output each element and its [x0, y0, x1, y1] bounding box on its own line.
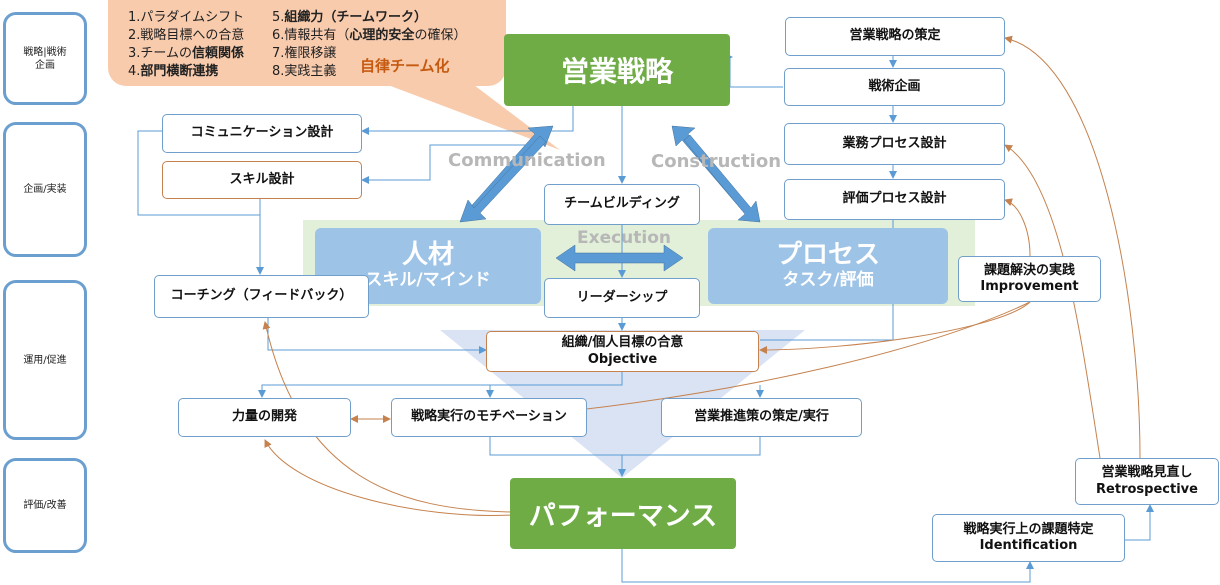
curve-retro-strategy [1004, 35, 1141, 459]
evaluation-process-design-label: 評価プロセス設計 [842, 191, 947, 207]
retrospective-label-jp: 営業戦略見直し [1101, 465, 1193, 481]
performance-label: パフォーマンス [528, 501, 718, 532]
sales-strategy-box: 営業戦略 [504, 34, 730, 106]
curve-improve-motivation [577, 301, 1031, 414]
arrow-people-strategy [459, 135, 547, 223]
coaching-box: コーチング（フィードバック） [154, 275, 369, 318]
leadership-label: リーダーシップ [576, 289, 668, 305]
retrospective-box: 営業戦略見直し Retrospective [1075, 458, 1219, 505]
line-strategy-communication [361, 106, 574, 135]
phase-operation-promotion-label: 運用/促進 [23, 354, 67, 366]
curve-perf-capability [264, 439, 513, 517]
note-pointer [380, 82, 560, 150]
note-item-5: 5.組織力（チームワーク） [272, 10, 428, 25]
skill-design-label: スキル設計 [229, 171, 295, 187]
performance-box: パフォーマンス [510, 478, 736, 549]
people-subtitle: スキル/マインド [365, 270, 491, 291]
team-building-box: チームビルディング [544, 184, 700, 225]
identification-box: 戦略実行上の課題特定 Identification [932, 514, 1125, 562]
line-team-comm-skill [361, 144, 545, 184]
strategy-planning-label: 営業戦略の策定 [849, 28, 941, 44]
phase-evaluation-improvement: 評価/改善 [3, 458, 87, 553]
communication-label: Communication [448, 150, 606, 171]
phase-strategy-tactics-label: 戦略|戦術 企画 [23, 46, 67, 71]
objective-box: 組織/個人目標の合意 Objective [486, 331, 759, 372]
phase-planning-implementation-label: 企画/実装 [23, 184, 67, 195]
note-item-1: 1.パラダイムシフト [128, 10, 245, 25]
autonomy-note: 1.パラダイムシフト 2.戦略目標への合意 3.チームの信頼関係 4.部門横断連… [108, 0, 506, 86]
note-item-8: 8.実践主義 [272, 64, 337, 79]
phase-evaluation-improvement-label: 評価/改善 [23, 500, 67, 511]
improvement-box: 課題解決の実践 Improvement [958, 256, 1101, 302]
identification-label-jp: 戦略実行上の課題特定 [963, 521, 1094, 537]
objective-label-jp: 組織/個人目標の合意 [561, 335, 684, 351]
team-building-label: チームビルディング [564, 196, 680, 212]
identification-label-en: Identification [979, 538, 1078, 553]
line-bottom-join [489, 437, 761, 456]
skill-design-box: スキル設計 [162, 161, 362, 199]
execution-label: Execution [577, 228, 672, 248]
note-highlight: 自律チーム化 [360, 57, 450, 75]
line-tactics-strategy [725, 53, 783, 88]
curve-improve-eval [1004, 198, 1031, 257]
coaching-label: コーチング（フィードバック） [170, 288, 353, 304]
business-process-design-box: 業務プロセス設計 [784, 123, 1005, 165]
phase-operation-promotion: 運用/促進 [3, 280, 87, 440]
motivation-box: 戦略実行のモチベーション [391, 398, 587, 437]
note-item-3: 3.チームの信頼関係 [128, 46, 245, 61]
tactics-planning-box: 戦術企画 [784, 68, 1005, 106]
process-subtitle: タスク/評価 [782, 270, 874, 291]
process-title: プロセス [775, 240, 880, 271]
capability-label: 力量の開発 [231, 409, 297, 425]
communication-design-box: コミュニケーション設計 [162, 114, 362, 153]
note-item-2: 2.戦略目標への合意 [128, 28, 245, 43]
tactics-planning-label: 戦術企画 [868, 78, 921, 94]
strategy-planning-box: 営業戦略の策定 [785, 17, 1005, 56]
sales-strategy-label: 営業戦略 [560, 55, 673, 88]
communication-design-label: コミュニケーション設計 [190, 125, 334, 141]
construction-label: Construction [651, 151, 782, 172]
sales-measures-label: 営業推進策の策定/実行 [694, 409, 829, 425]
improvement-label-jp: 課題解決の実践 [983, 262, 1075, 278]
motivation-label: 戦略実行のモチベーション [411, 409, 567, 425]
capability-box: 力量の開発 [178, 398, 351, 437]
note-item-4: 4.部門横断連携 [128, 64, 219, 79]
curve-perf-coaching [262, 321, 513, 513]
line-objective-split [258, 372, 623, 398]
leadership-box: リーダーシップ [544, 278, 700, 318]
sales-measures-box: 営業推進策の策定/実行 [661, 398, 862, 437]
line-performance-identification [621, 549, 1034, 583]
note-item-7: 7.権限移譲 [272, 46, 337, 61]
line-identification-retrospective [1125, 504, 1154, 541]
line-comm-left [137, 130, 260, 216]
evaluation-process-design-box: 評価プロセス設計 [784, 179, 1005, 220]
process-box: プロセス タスク/評価 [708, 228, 948, 304]
arrow-process-strategy [683, 134, 761, 223]
phase-planning-implementation: 企画/実装 [3, 122, 87, 257]
objective-label-en: Objective [587, 351, 658, 367]
business-process-design-label: 業務プロセス設計 [842, 135, 947, 151]
arrow-people-process [555, 244, 684, 272]
phase-strategy-tactics: 戦略|戦術 企画 [3, 12, 87, 105]
people-title: 人材 [401, 240, 454, 271]
note-item-6: 6.情報共有（心理的安全の確保） [272, 28, 467, 43]
curve-improve-objective [759, 301, 1031, 354]
retrospective-label-en: Retrospective [1096, 481, 1198, 497]
improvement-label-en: Improvement [980, 279, 1079, 294]
